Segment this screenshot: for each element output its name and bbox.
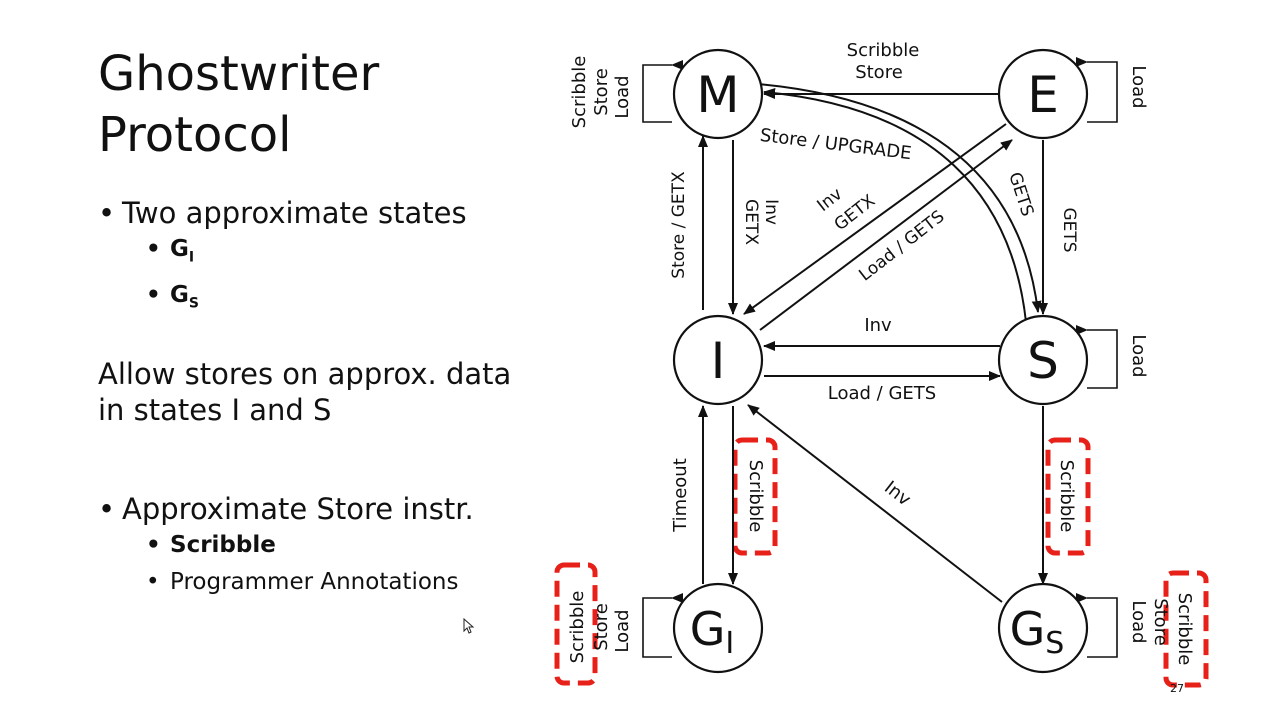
bullet-scribble: Scribble [146, 527, 474, 564]
label-m-to-i-1: Inv [761, 199, 781, 225]
label-loop-gi-2: Store [591, 603, 612, 651]
bullet-two-approximate-states: Two approximate states [98, 195, 467, 231]
label-e-to-s: GETS [1059, 207, 1079, 252]
edge-gs-to-i [747, 404, 1003, 603]
label-m-to-s: GETS [1004, 170, 1037, 219]
loop-gs [1076, 593, 1118, 658]
state-gs-sub: S [1045, 626, 1064, 661]
edge-m-to-s [757, 83, 1042, 313]
edge-i-to-e [759, 139, 1013, 331]
state-gi: GI [672, 582, 764, 674]
approx-store-list: Approximate Store instr. Scribble Progra… [98, 491, 474, 601]
state-i-label: I [711, 332, 726, 390]
gs-subscript: S [188, 295, 199, 312]
label-loop-gs-1: Scribble [1174, 593, 1195, 666]
label-i-to-e: Load / GETS [855, 207, 948, 286]
allow-stores-line-1: Allow stores on approx. data [98, 357, 512, 391]
slide-title-line-2: Protocol [98, 107, 292, 163]
highlight-scribble-gi-loop [554, 562, 598, 686]
label-loop-s: Load [1128, 334, 1149, 377]
bullet-state-gi: GI [146, 231, 467, 277]
edge-s-to-m [763, 88, 1027, 323]
label-gi-to-i: Timeout [670, 458, 691, 533]
state-s: S [997, 314, 1089, 406]
label-loop-e: Load [1128, 65, 1149, 108]
label-gs-to-i: Inv [880, 477, 915, 511]
slide-number: 27 [1170, 682, 1184, 695]
state-e: E [997, 48, 1089, 140]
approx-states-list: Two approximate states GI GS [98, 195, 467, 322]
label-e-to-m-2: Store [855, 62, 903, 83]
loop-gi [642, 593, 683, 658]
state-s-label: S [1027, 332, 1059, 390]
label-loop-m-3: Load [612, 75, 633, 118]
state-m: M [672, 48, 764, 140]
bullet-state-gs: GS [146, 277, 467, 323]
highlight-scribble-gs-loop [1163, 570, 1209, 688]
state-gs-base: G [1010, 602, 1046, 656]
label-loop-m-1: Scribble [569, 56, 590, 129]
state-i: I [672, 314, 764, 406]
bullet-programmer-annotations: Programmer Annotations [146, 564, 474, 601]
slide-title: Ghostwriter Protocol [98, 44, 379, 166]
label-s-to-m: Store / UPGRADE [759, 125, 913, 164]
label-s-to-gs: Scribble [1056, 460, 1077, 533]
label-loop-gs-3: Load [1128, 600, 1149, 643]
allow-stores-paragraph: Allow stores on approx. data in states I… [98, 356, 511, 428]
label-i-to-gi: Scribble [745, 460, 766, 533]
label-s-to-i: Inv [864, 315, 892, 336]
label-i-to-m: Store / GETX [669, 171, 689, 279]
state-gs-label: GS [1010, 602, 1065, 661]
state-gi-label: GI [690, 602, 735, 661]
state-e-label: E [1027, 66, 1059, 124]
slide-title-line-1: Ghostwriter [98, 46, 380, 102]
bullet-approximate-store: Approximate Store instr. [98, 491, 474, 527]
label-loop-gi-3: Load [612, 609, 633, 652]
state-gi-base: G [690, 602, 726, 656]
highlight-scribble-i-to-gi [732, 437, 778, 556]
label-e-to-m-1: Scribble [847, 40, 920, 61]
highlight-scribble-s-to-gs [1045, 437, 1091, 556]
label-m-to-i-2: GETX [741, 199, 761, 245]
label-i-to-s: Load / GETS [828, 383, 936, 404]
label-loop-gs-2: Store [1150, 598, 1171, 646]
gi-base: G [170, 236, 189, 262]
state-m-label: M [696, 66, 739, 124]
state-gi-sub: I [725, 626, 734, 661]
loop-m [642, 60, 683, 123]
label-loop-m-2: Store [591, 68, 612, 116]
edge-e-to-i [743, 123, 1007, 315]
gs-base: G [170, 281, 189, 308]
mouse-pointer-icon [463, 618, 475, 634]
loop-e [1076, 57, 1118, 123]
loop-s [1076, 325, 1118, 389]
gi-subscript: I [188, 249, 195, 266]
label-loop-gi-1: Scribble [567, 591, 588, 664]
state-gs: GS [997, 582, 1089, 674]
allow-stores-line-2: in states I and S [98, 393, 332, 427]
